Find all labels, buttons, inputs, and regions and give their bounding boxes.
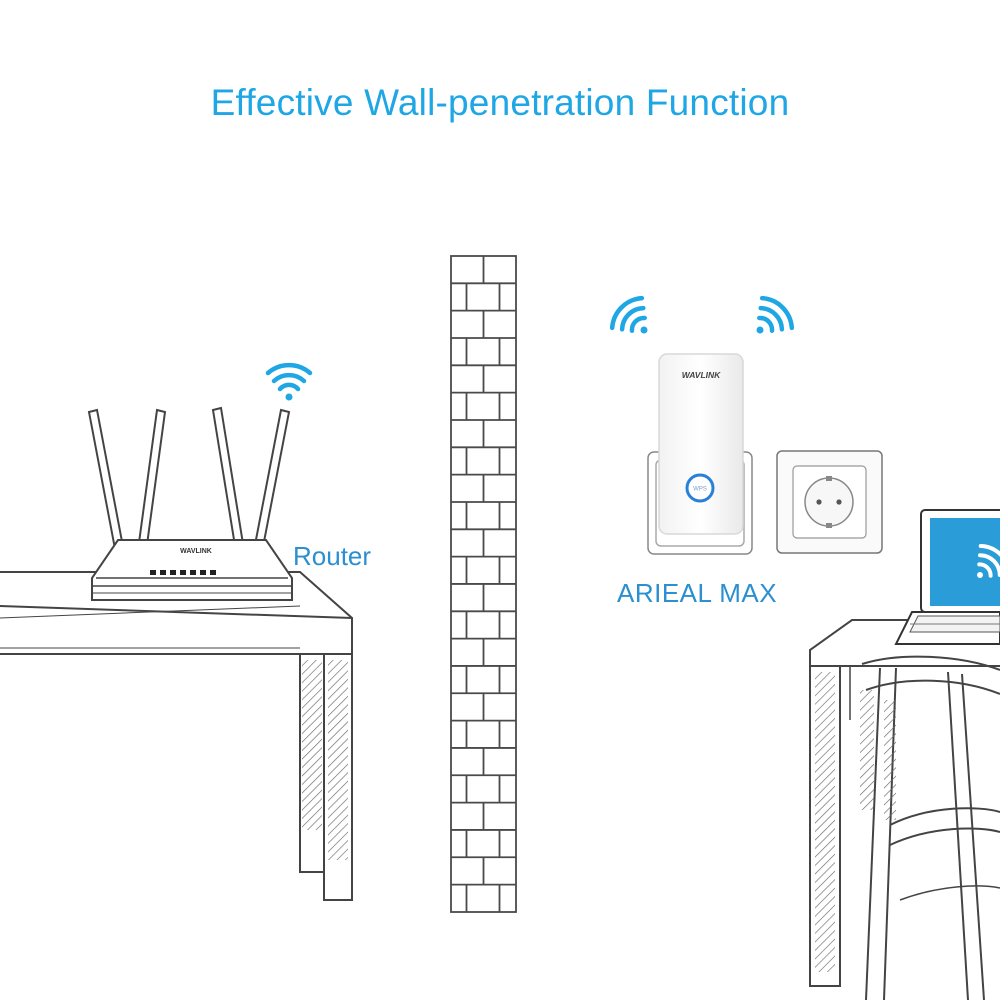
wifi-icon (743, 293, 798, 348)
wifi-icon (268, 365, 310, 400)
wps-button: WPS (687, 475, 713, 501)
extender-brand-logo: WAVLINK (682, 370, 721, 380)
router-brand-logo: WAVLINK (180, 548, 212, 555)
chair (862, 657, 1000, 1000)
brick-wall (451, 256, 516, 912)
power-socket-icon (777, 451, 882, 553)
extender-label: ARIEAL MAX (617, 578, 777, 609)
laptop (896, 510, 1000, 644)
wps-button-label: WPS (693, 487, 707, 493)
router: WAVLINK (89, 408, 292, 600)
left-table (0, 572, 352, 900)
extender-device: WAVLINK WPS (659, 354, 743, 534)
router-label: Router (293, 541, 371, 572)
laptop-screen (930, 518, 1000, 606)
wifi-icon (607, 293, 662, 348)
router-antennas (89, 408, 289, 554)
